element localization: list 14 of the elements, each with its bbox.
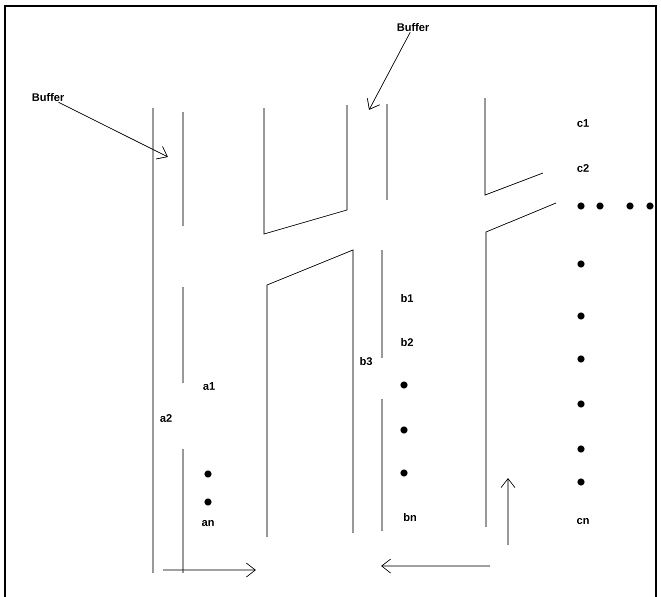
buffer-label: Buffer — [32, 92, 64, 102]
leader-line — [366, 32, 411, 110]
lane-label: b3 — [360, 356, 372, 366]
lane-label: an — [202, 520, 214, 526]
buffer-label: Buffer — [398, 22, 430, 32]
lane-label: a2 — [160, 414, 172, 422]
lane-label: c2 — [577, 164, 589, 172]
lane-label: cn — [577, 518, 589, 524]
lane-label: a1 — [203, 382, 215, 390]
lane-label: b2 — [401, 338, 413, 346]
lane-label: b1 — [401, 294, 414, 302]
leader-line — [58, 102, 168, 160]
lane-label: c1 — [577, 119, 589, 127]
lane-label: bn — [404, 512, 416, 522]
